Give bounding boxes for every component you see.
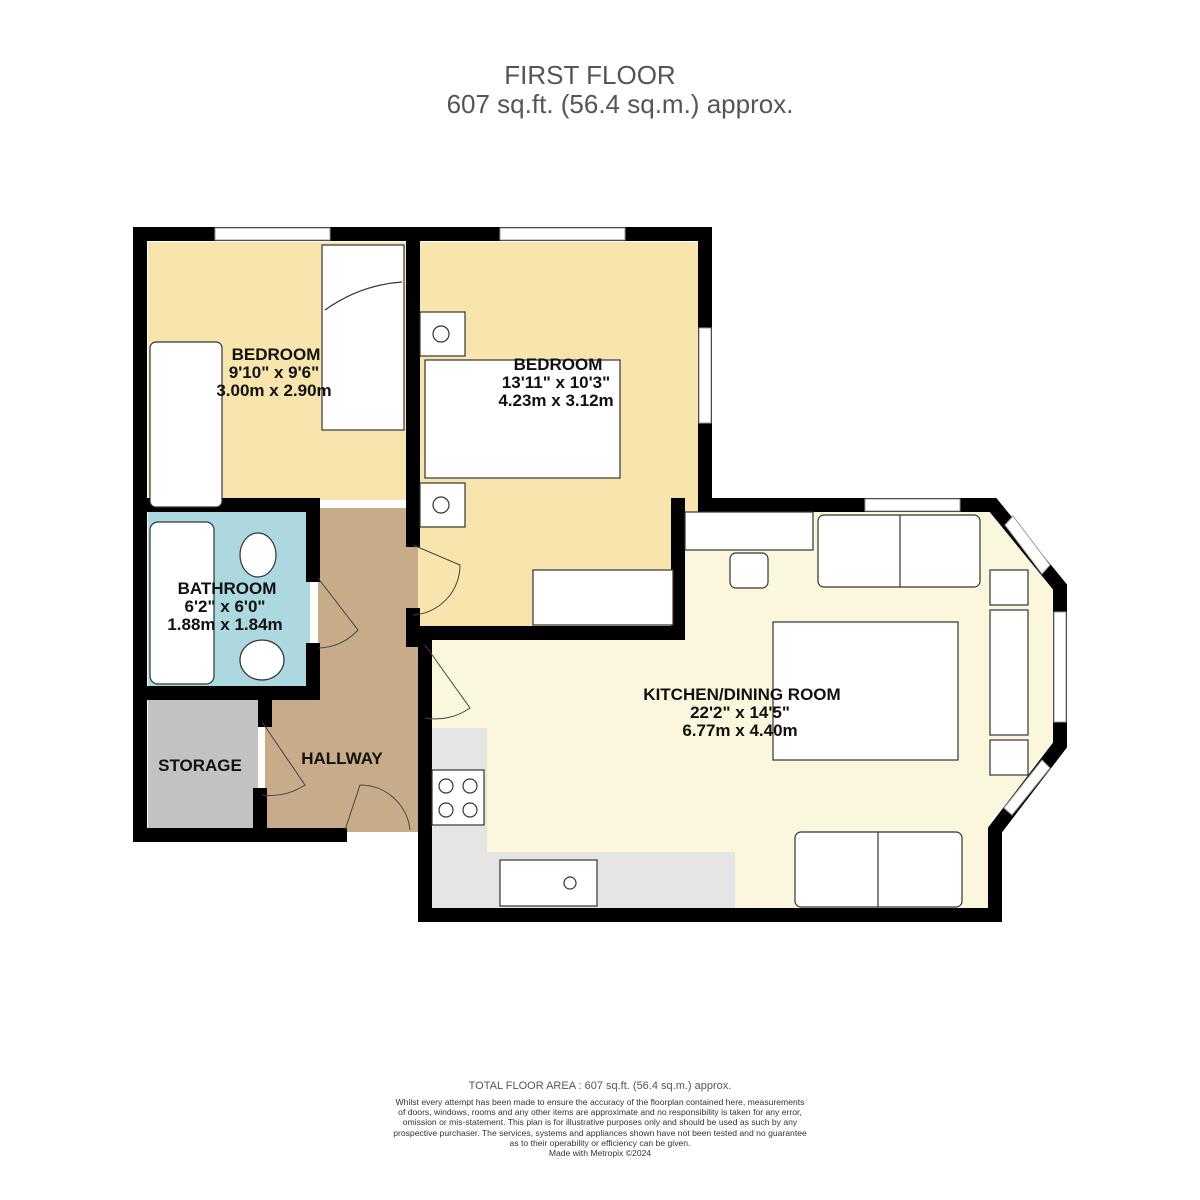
room-dimensions-metric: 6.77m x 4.40m bbox=[682, 721, 797, 740]
disclaimer-line: prospective purchaser. The services, sys… bbox=[393, 1127, 807, 1138]
kitchen-floor bbox=[430, 512, 1055, 910]
sofa bbox=[817, 514, 981, 588]
furniture bbox=[149, 244, 1029, 908]
dining-table bbox=[772, 621, 959, 761]
window bbox=[864, 498, 961, 512]
room-dimensions-metric: 3.00m x 2.90m bbox=[216, 381, 331, 400]
storage-floor bbox=[148, 698, 258, 828]
disclaimer-line: Whilst every attempt has been made to en… bbox=[395, 1097, 805, 1107]
disclaimer-line: as to their operability or efficiency ca… bbox=[509, 1137, 691, 1148]
window bbox=[1053, 611, 1067, 723]
window bbox=[1004, 515, 1051, 575]
hallway-floor bbox=[265, 508, 418, 832]
bathtub bbox=[149, 521, 215, 685]
storage-label: STORAGE bbox=[158, 756, 242, 775]
window bbox=[1003, 759, 1051, 816]
credit: Made with Metropix ©2024 bbox=[548, 1148, 652, 1159]
toilet bbox=[239, 532, 277, 578]
floor-area-subtitle: 607 sq.ft. (56.4 sq.m.) approx. bbox=[446, 89, 794, 119]
windows bbox=[214, 227, 1067, 816]
disclaimer-line: of doors, windows, rooms and any other i… bbox=[398, 1107, 802, 1118]
disclaimer: Whilst every attempt has been made to en… bbox=[380, 1097, 820, 1158]
room-name: BEDROOM bbox=[232, 345, 321, 364]
window bbox=[214, 227, 331, 241]
tv-unit bbox=[989, 609, 1029, 736]
hob bbox=[431, 769, 485, 826]
hallway-label: HALLWAY bbox=[301, 749, 383, 768]
room-dimensions-metric: 1.88m x 1.84m bbox=[167, 615, 282, 634]
door-storage bbox=[261, 721, 306, 796]
basin bbox=[239, 639, 285, 681]
window bbox=[698, 327, 712, 424]
bathroom-label: BATHROOM 6'2" x 6'0" 1.88m x 1.84m bbox=[167, 579, 282, 634]
room-name: BEDROOM bbox=[514, 355, 603, 374]
room-dimensions-imperial: 6'2" x 6'0" bbox=[185, 597, 266, 616]
disclaimer-line: omission or mis-statement. This plan is … bbox=[402, 1117, 798, 1128]
sofa bbox=[149, 341, 223, 508]
door-bedroom2 bbox=[412, 544, 461, 616]
floor-title: FIRST FLOOR bbox=[504, 60, 676, 90]
room-dimensions-metric: 4.23m x 3.12m bbox=[498, 391, 613, 410]
bedroom2-label: BEDROOM 13'11" x 10'3" 4.23m x 3.12m bbox=[498, 355, 613, 410]
room-dimensions-imperial: 22'2" x 14'5" bbox=[690, 703, 790, 722]
room-dimensions-imperial: 9'10" x 9'6" bbox=[229, 363, 319, 382]
doors bbox=[261, 544, 471, 831]
door-kitchen bbox=[424, 644, 471, 720]
kitchen-label: KITCHEN/DINING ROOM 22'2" x 14'5" 6.77m … bbox=[643, 685, 840, 740]
total-floor-area: TOTAL FLOOR AREA : 607 sq.ft. (56.4 sq.m… bbox=[468, 1080, 732, 1092]
sink bbox=[499, 859, 598, 907]
wardrobe bbox=[532, 569, 674, 626]
desk bbox=[684, 511, 814, 551]
door-entrance bbox=[344, 784, 411, 831]
single-bed bbox=[321, 244, 405, 431]
door-bathroom bbox=[317, 577, 359, 649]
room-name: BATHROOM bbox=[178, 579, 277, 598]
window bbox=[499, 227, 626, 241]
double-bed bbox=[424, 359, 621, 479]
room-dimensions-imperial: 13'11" x 10'3" bbox=[502, 373, 610, 392]
side-table bbox=[989, 739, 1029, 776]
side-table bbox=[989, 569, 1029, 606]
room-name: KITCHEN/DINING ROOM bbox=[643, 685, 840, 704]
chair bbox=[729, 552, 769, 589]
bedroom1-label: BEDROOM 9'10" x 9'6" 3.00m x 2.90m bbox=[216, 345, 331, 400]
